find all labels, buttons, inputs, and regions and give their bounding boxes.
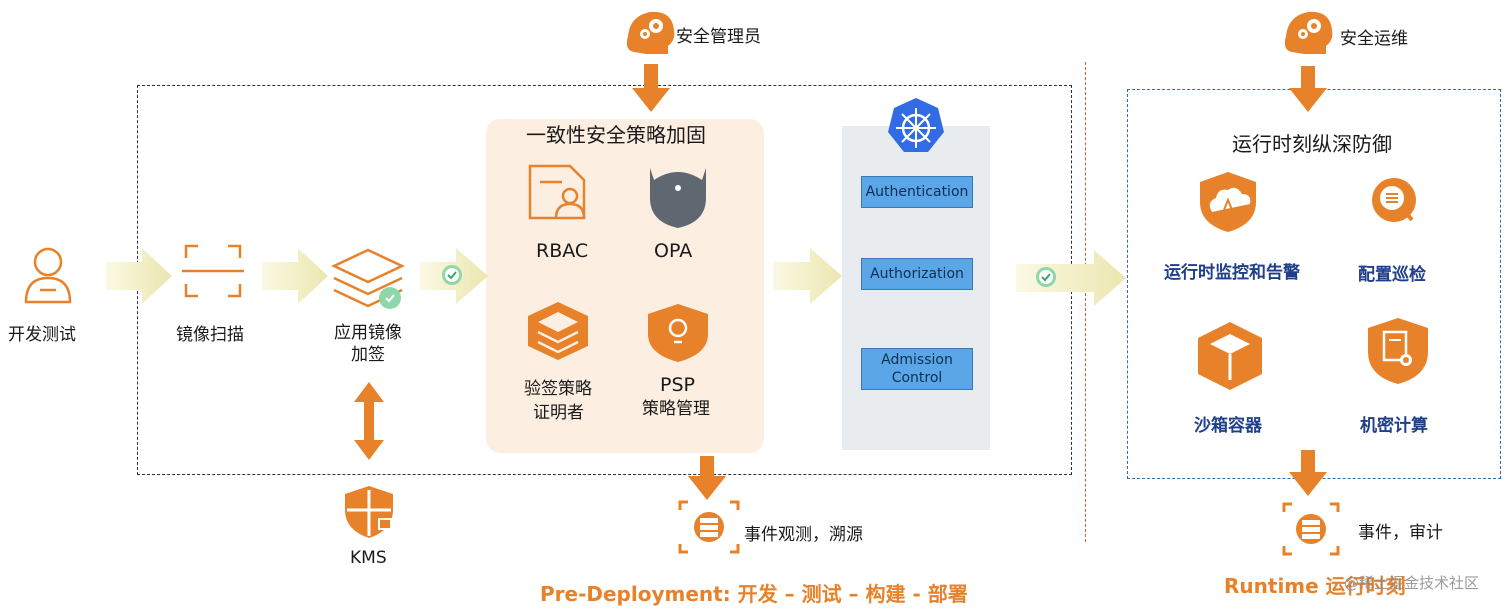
confidential-compute-label: 机密计算 bbox=[1360, 416, 1428, 436]
security-ops-label: 安全运维 bbox=[1340, 29, 1408, 49]
kubernetes-helm-icon bbox=[888, 98, 944, 152]
runtime-panel-title: 运行时刻纵深防御 bbox=[1232, 132, 1392, 156]
flow-arrow-1 bbox=[106, 248, 172, 304]
runtime-monitor-cloud-icon bbox=[1200, 172, 1256, 232]
kms-shield-icon bbox=[345, 486, 393, 538]
config-inspect-search-icon bbox=[1372, 178, 1416, 222]
config-inspect-label: 配置巡检 bbox=[1358, 265, 1426, 285]
security-admin-avatar-icon bbox=[626, 11, 675, 54]
verifier-stack-icon bbox=[528, 302, 588, 360]
rbac-label: RBAC bbox=[536, 240, 589, 262]
admission-label-line1: Admission bbox=[881, 352, 953, 368]
kms-label: KMS bbox=[350, 548, 387, 568]
psp-label-line2: 策略管理 bbox=[642, 399, 710, 419]
watermark: @稀土掘金技术社区 bbox=[1344, 574, 1480, 592]
runtime-to-events-arrow bbox=[1289, 450, 1327, 496]
sandbox-cube-icon bbox=[1198, 322, 1262, 390]
admission-label-line2: Control bbox=[891, 370, 943, 386]
authentication-stage: Authentication bbox=[861, 176, 973, 208]
flow-arrow-2 bbox=[262, 248, 328, 304]
policy-panel bbox=[486, 119, 764, 453]
pre-events-label: 事件观测，溯源 bbox=[744, 525, 863, 545]
admin-down-arrow bbox=[632, 64, 670, 112]
policy-to-events-arrow bbox=[688, 456, 726, 500]
runtime-events-audit-icon bbox=[1282, 502, 1340, 556]
kms-double-arrow bbox=[354, 382, 384, 460]
runtime-monitor-label: 运行时监控和告警 bbox=[1164, 263, 1300, 283]
verifier-label-line2: 证明者 bbox=[533, 403, 584, 423]
ops-down-arrow bbox=[1289, 66, 1327, 112]
pre-events-observe-icon bbox=[678, 500, 740, 554]
runtime-events-label: 事件，审计 bbox=[1358, 523, 1443, 543]
verified-check-icon bbox=[442, 265, 462, 285]
app-image-sign-label-line1: 应用镜像 bbox=[334, 323, 402, 343]
image-scan-label: 镜像扫描 bbox=[176, 325, 244, 345]
verified-check-icon bbox=[1036, 267, 1056, 287]
security-admin-label: 安全管理员 bbox=[676, 27, 761, 47]
runtime-footer: Runtime 运行时刻 bbox=[1224, 574, 1406, 598]
app-image-sign-label-line2: 加签 bbox=[351, 345, 385, 365]
opa-label: OPA bbox=[654, 240, 693, 262]
pre-deployment-footer: Pre-Deployment: 开发 – 测试 – 构建 - 部署 bbox=[540, 582, 968, 606]
policy-panel-title: 一致性安全策略加固 bbox=[526, 123, 706, 147]
flow-arrow-4 bbox=[773, 248, 842, 304]
image-scan-icon bbox=[182, 244, 244, 298]
flow-arrow-5 bbox=[1016, 250, 1126, 306]
psp-label-line1: PSP bbox=[660, 374, 695, 396]
opa-icon bbox=[650, 168, 706, 228]
confidential-compute-icon bbox=[1368, 318, 1428, 384]
developer-user-icon bbox=[24, 247, 72, 304]
verifier-label-line1: 验签策略 bbox=[524, 379, 592, 399]
security-ops-avatar-icon bbox=[1284, 11, 1333, 54]
psp-lightbulb-shield-icon bbox=[648, 304, 708, 362]
dev-test-label: 开发测试 bbox=[8, 325, 76, 345]
sign-shield-icon bbox=[379, 287, 401, 309]
admission-control-stage: Admission Control bbox=[861, 348, 973, 390]
sandbox-label: 沙箱容器 bbox=[1194, 416, 1262, 436]
phase-divider bbox=[1085, 62, 1086, 542]
authorization-stage: Authorization bbox=[861, 258, 973, 290]
rbac-document-user-icon bbox=[528, 164, 586, 220]
